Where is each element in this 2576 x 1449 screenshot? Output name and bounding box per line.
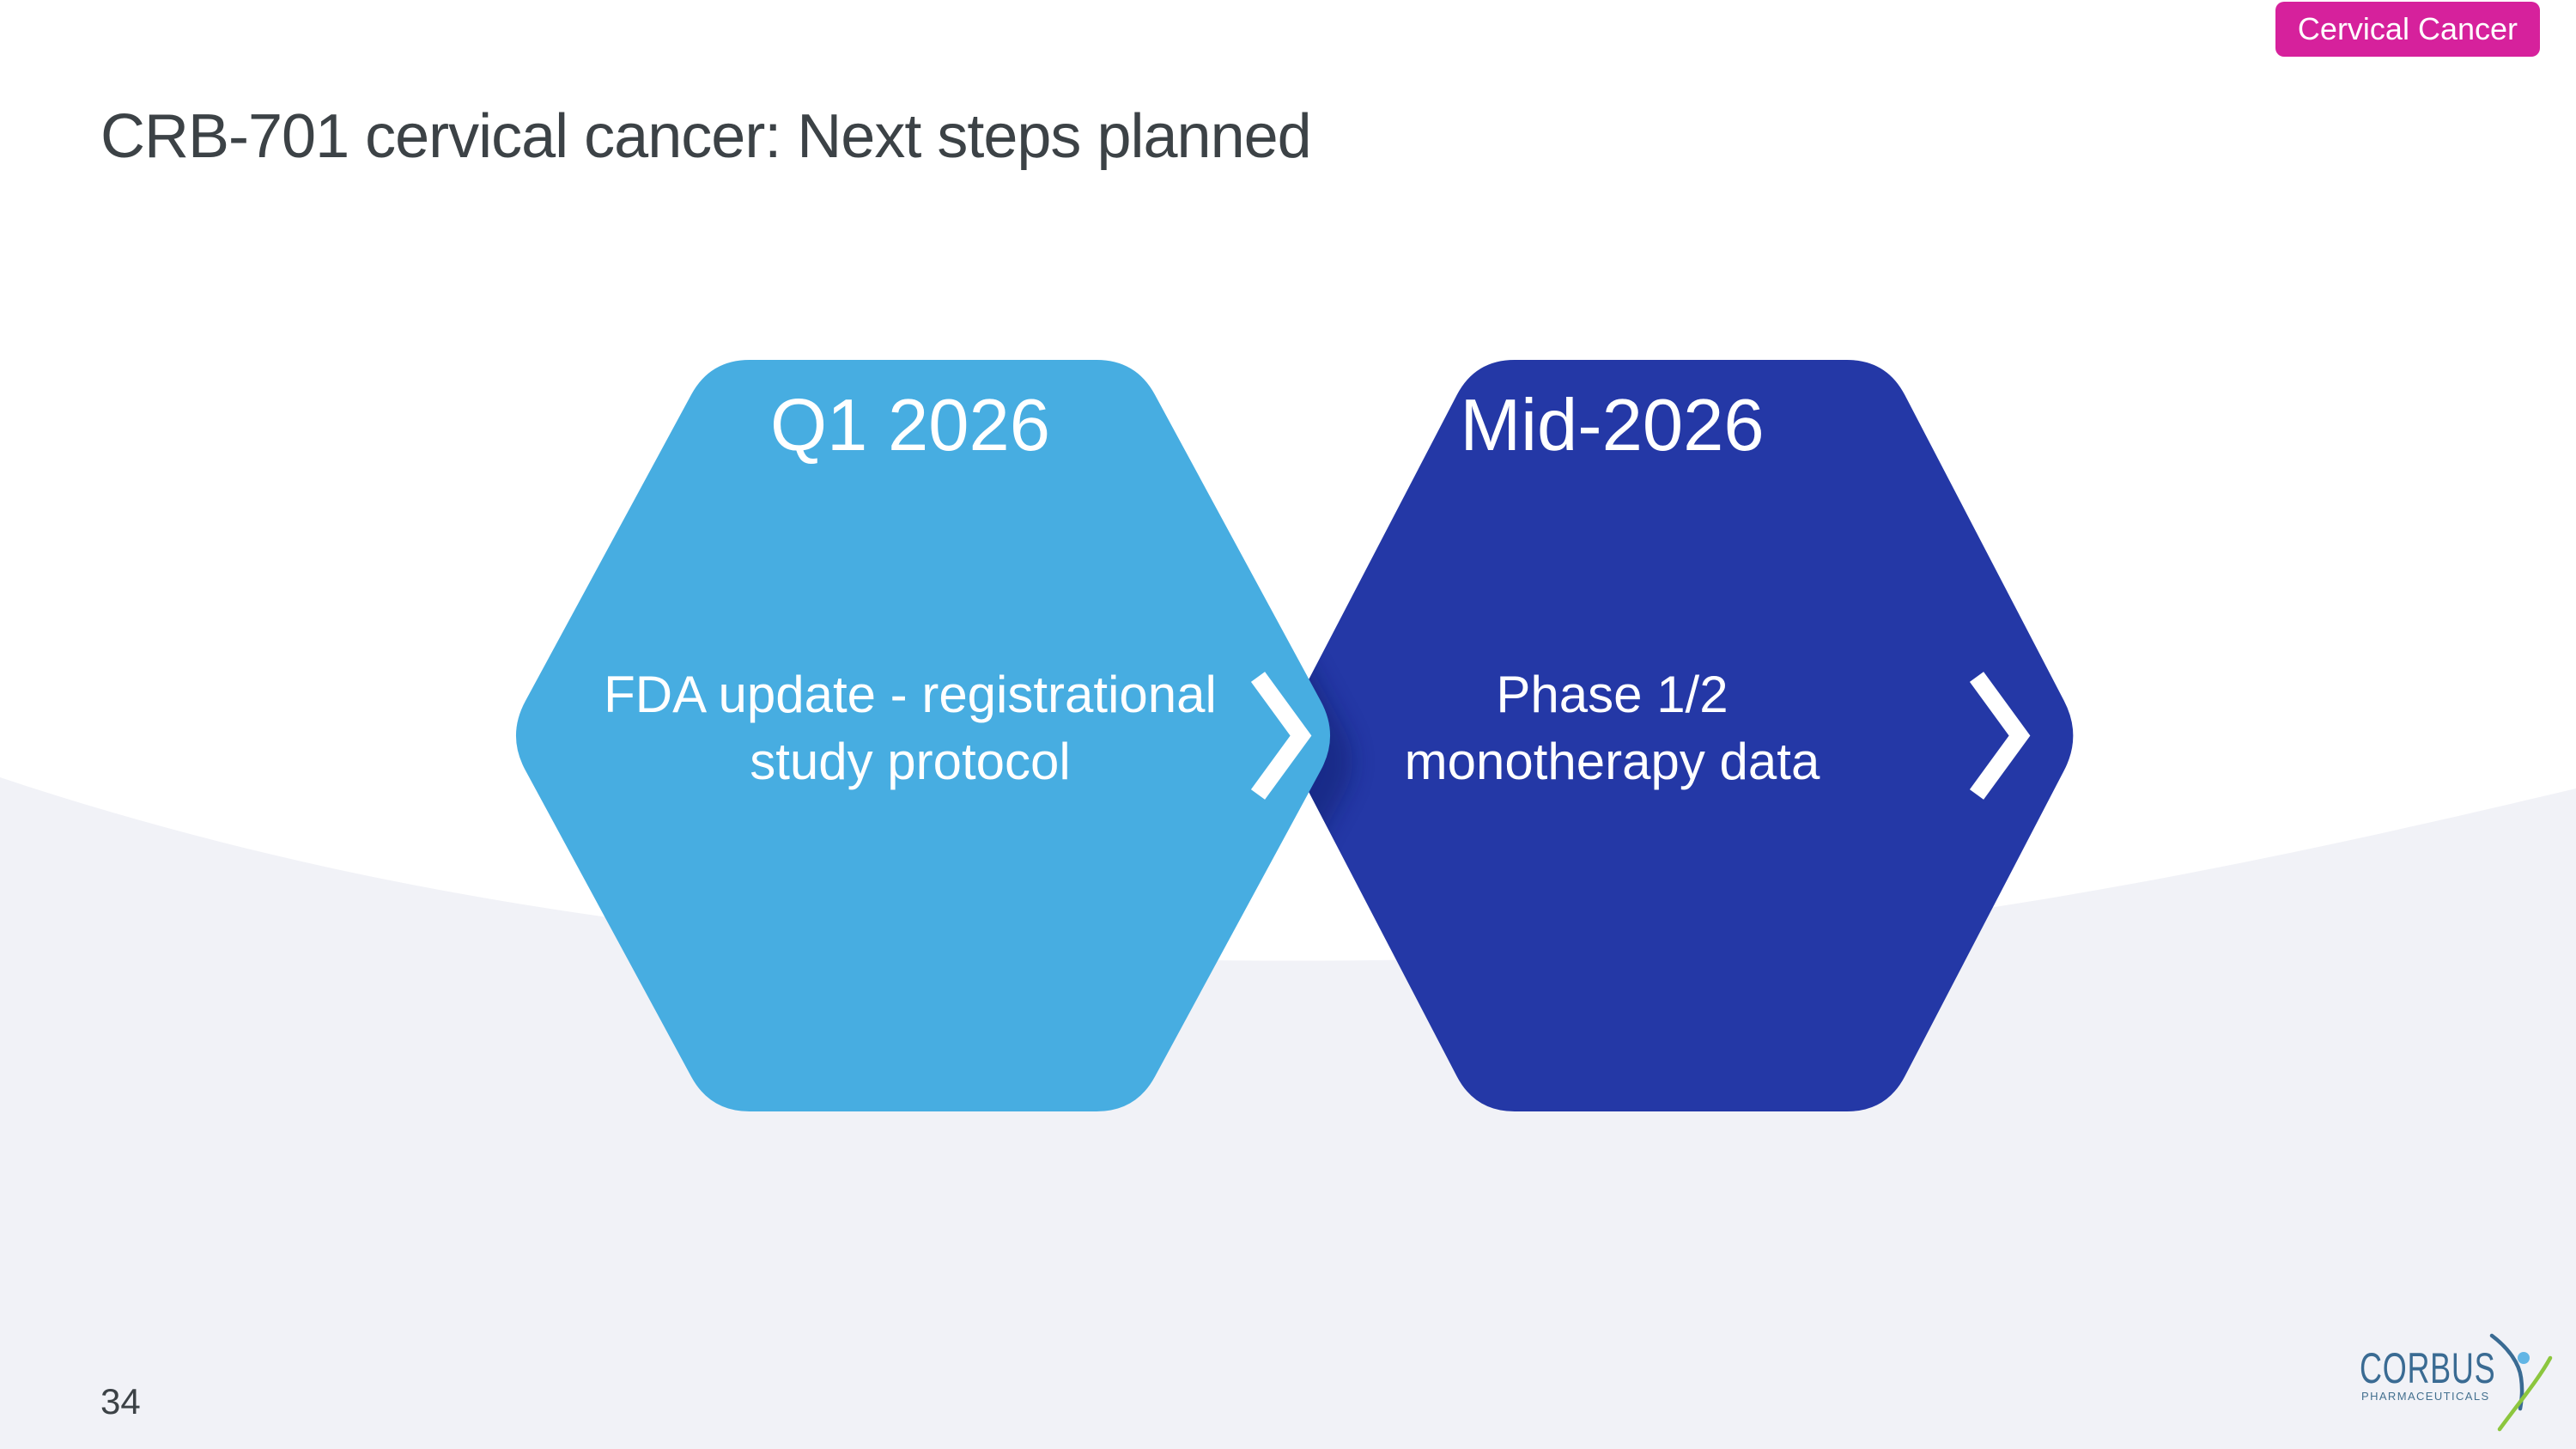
chevron-right-icon — [1969, 672, 2031, 800]
slide-title: CRB-701 cervical cancer: Next steps plan… — [100, 102, 1312, 171]
milestone-2-description: Phase 1/2 monotherapy data — [1404, 666, 1820, 790]
logo-figure-icon — [2489, 1333, 2553, 1432]
page-number: 34 — [100, 1381, 141, 1422]
milestones-diagram — [515, 360, 2074, 1111]
chevron-right-icon — [1250, 672, 1312, 800]
figure-head-dot — [2518, 1352, 2530, 1364]
milestone-2-date: Mid-2026 — [1460, 385, 1765, 466]
milestone-1-description: FDA update - registrational study protoc… — [604, 666, 1217, 790]
logo-subtext: PHARMACEUTICALS — [2361, 1390, 2490, 1403]
figure-swoosh — [2497, 1355, 2553, 1432]
hexagon-milestone-1 — [515, 360, 1331, 1111]
hexagon-milestone-2 — [1288, 360, 2074, 1111]
indication-badge: Cervical Cancer — [2275, 2, 2540, 57]
figure-body-curve — [2489, 1333, 2524, 1411]
corbus-logo: CORBUS PHARMACEUTICALS — [2360, 1333, 2574, 1449]
milestone-1-date: Q1 2026 — [769, 385, 1051, 466]
logo-wordmark: CORBUS — [2360, 1344, 2496, 1392]
